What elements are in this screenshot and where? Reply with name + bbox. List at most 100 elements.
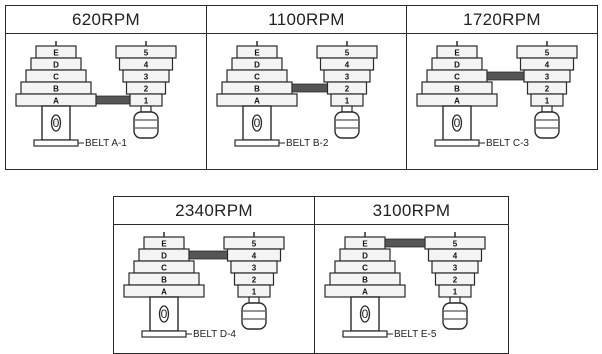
motor-step-label: B: [53, 85, 59, 94]
drive-belt: [384, 238, 426, 248]
motor-step-label: D: [362, 252, 368, 261]
motor-step-label: B: [454, 85, 460, 94]
spindle-chuck: [334, 111, 360, 139]
motor-step-label: B: [254, 85, 260, 94]
spindle-step-label: 1: [545, 97, 550, 106]
motor-step-label: A: [53, 97, 59, 106]
spindle-step-label: 2: [453, 276, 458, 285]
motor-body: [442, 105, 472, 141]
motor-step-label: B: [362, 276, 368, 285]
motor-shaft-ring: [451, 114, 463, 132]
motor-step-label: E: [53, 49, 59, 58]
motor-step-label: A: [161, 288, 167, 297]
spindle-step-label: 1: [144, 97, 149, 106]
motor-shaft-ring: [251, 114, 263, 132]
motor-shaft-mark: 0: [161, 307, 168, 321]
belt-label: BELT D-4: [193, 329, 236, 340]
spindle-step-label: 2: [144, 85, 149, 94]
spindle-collar: [248, 296, 260, 304]
spindle-step-label: 5: [144, 49, 149, 58]
spindle-step-label: 5: [545, 49, 550, 58]
spindle-chuck: [534, 111, 560, 139]
motor-step-label: D: [454, 61, 460, 70]
speed-title: 620RPM: [6, 6, 206, 34]
spindle-step-label: 1: [252, 288, 257, 297]
speed-title: 1100RPM: [207, 6, 406, 34]
belt-label: BELT A-1: [85, 138, 127, 149]
motor-step-label: E: [454, 49, 460, 58]
spindle-step-label: 3: [453, 264, 458, 273]
motor-body: [242, 105, 272, 141]
spindle-step-label: 4: [252, 252, 257, 261]
motor-step-label: C: [254, 73, 260, 82]
motor-step-label: C: [454, 73, 460, 82]
drive-belt: [291, 83, 328, 93]
motor-step-label: E: [362, 240, 368, 249]
drive-belt: [486, 71, 525, 81]
spindle-step-label: 3: [545, 73, 550, 82]
spindle-collar: [449, 296, 461, 304]
motor-step-label: C: [53, 73, 59, 82]
belt-label: BELT B-2: [286, 138, 329, 149]
spindle-step-label: 2: [252, 276, 257, 285]
motor-shaft-mark: 0: [362, 307, 369, 321]
motor-step-label: E: [254, 49, 260, 58]
spindle-chuck: [133, 111, 159, 139]
motor-base: [234, 139, 280, 147]
motor-step-label: C: [161, 264, 167, 273]
spindle-step-label: 2: [545, 85, 550, 94]
motor-base: [434, 139, 480, 147]
motor-base: [33, 139, 79, 147]
motor-base: [141, 330, 187, 338]
spindle-step-label: 3: [345, 73, 350, 82]
spindle-step-label: 2: [345, 85, 350, 94]
motor-step-label: D: [53, 61, 59, 70]
spindle-collar: [140, 105, 152, 113]
belt-label: BELT E-5: [394, 329, 437, 340]
spindle-step-label: 4: [453, 252, 458, 261]
belt-label: BELT C-3: [486, 138, 529, 149]
motor-shaft-mark: 0: [454, 116, 461, 130]
motor-shaft-mark: 0: [254, 116, 261, 130]
motor-shaft-ring: [359, 305, 371, 323]
spindle-step-label: 4: [345, 61, 350, 70]
speed-title: 1720RPM: [407, 6, 597, 34]
speed-title: 3100RPM: [315, 197, 508, 225]
motor-step-label: A: [254, 97, 260, 106]
spindle-collar: [541, 105, 553, 113]
spindle-step-label: 5: [345, 49, 350, 58]
motor-body: [350, 296, 380, 332]
spindle-step-label: 1: [453, 288, 458, 297]
spindle-collar: [341, 105, 353, 113]
spindle-step-label: 1: [345, 97, 350, 106]
spindle-chuck: [241, 302, 267, 330]
motor-step-label: D: [161, 252, 167, 261]
drive-belt: [95, 95, 131, 105]
motor-shaft-ring: [158, 305, 170, 323]
spindle-chuck: [442, 302, 468, 330]
motor-step-label: A: [362, 288, 368, 297]
motor-step-label: E: [161, 240, 167, 249]
motor-shaft-ring: [50, 114, 62, 132]
motor-step-label: A: [454, 97, 460, 106]
spindle-step-label: 4: [144, 61, 149, 70]
drive-belt: [188, 250, 228, 260]
motor-step-label: B: [161, 276, 167, 285]
motor-step-label: D: [254, 61, 260, 70]
spindle-step-label: 3: [144, 73, 149, 82]
spindle-step-label: 4: [545, 61, 550, 70]
motor-shaft-mark: 0: [53, 116, 60, 130]
speed-title: 2340RPM: [114, 197, 314, 225]
motor-step-label: C: [362, 264, 368, 273]
spindle-step-label: 3: [252, 264, 257, 273]
